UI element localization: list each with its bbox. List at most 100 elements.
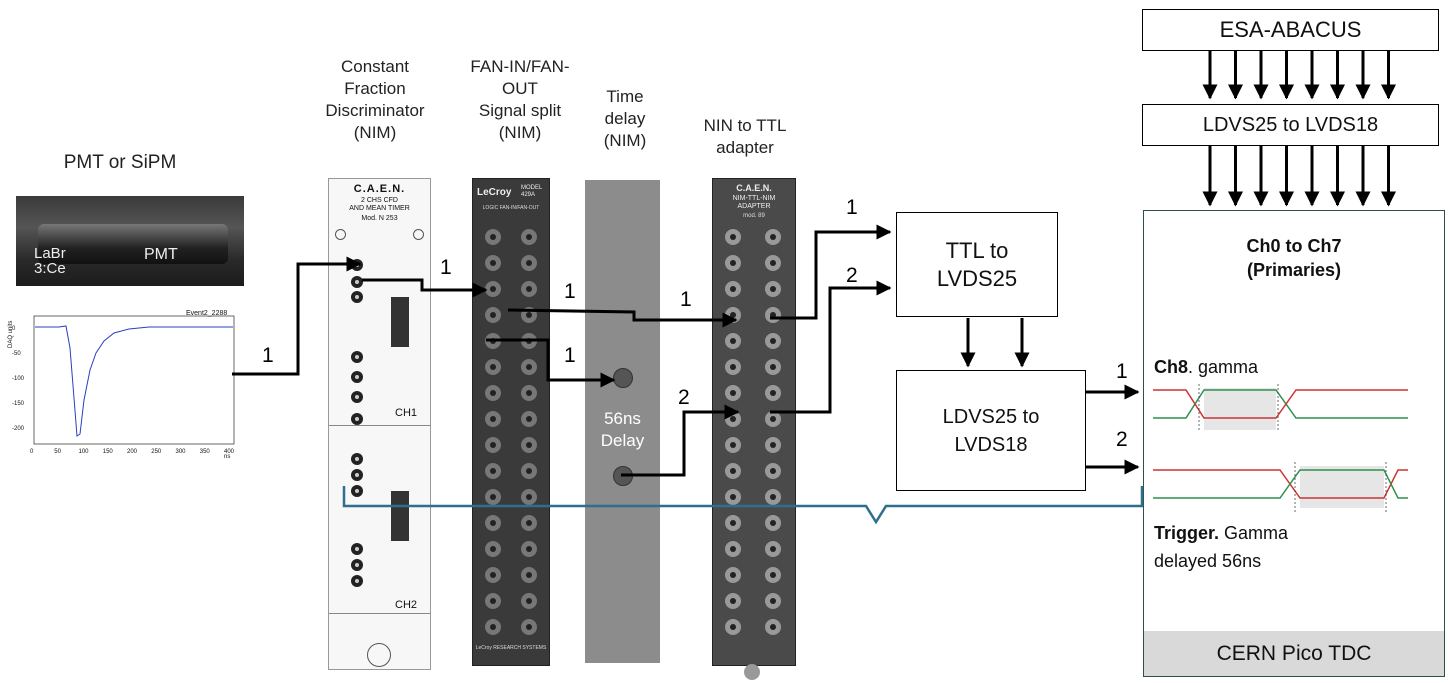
fan-jack-pin bbox=[526, 312, 532, 318]
num-tdc-2: 2 bbox=[1116, 428, 1128, 452]
num-ttl-2: 2 bbox=[846, 264, 858, 288]
fan-jack-pin bbox=[490, 234, 496, 240]
adapter-jack-pin bbox=[770, 494, 776, 500]
fan-jack-pin bbox=[490, 624, 496, 630]
scope-xtick: 100 bbox=[79, 449, 90, 455]
adapter-jack-pin bbox=[770, 260, 776, 266]
num-source: 1 bbox=[262, 344, 274, 368]
num-delay-out: 2 bbox=[678, 386, 690, 410]
cfd-jack-pin bbox=[355, 295, 359, 299]
fan-jack-pin bbox=[490, 468, 496, 474]
fan-jack-pin bbox=[526, 598, 532, 604]
fan-jack-pin bbox=[490, 520, 496, 526]
adapter-jack-pin bbox=[770, 572, 776, 578]
scope-ytick: -50 bbox=[12, 351, 21, 357]
fan-column-label: FAN-IN/FAN- OUT Signal split (NIM) bbox=[455, 56, 585, 144]
cfd-jack-pin bbox=[355, 457, 359, 461]
tdc-primaries-line1: Ch0 to Ch7 bbox=[1144, 236, 1444, 257]
cfd-jack-pin bbox=[355, 417, 359, 421]
adapter-jack-pin bbox=[770, 546, 776, 552]
fan-jack-pin bbox=[526, 572, 532, 578]
scope-xtick: 350 bbox=[200, 449, 211, 455]
adapter-jack-pin bbox=[730, 546, 736, 552]
fan-jack-pin bbox=[526, 546, 532, 552]
scope-xtick: 200 bbox=[127, 449, 138, 455]
tdc-ch8-label: Ch8. gamma bbox=[1154, 357, 1258, 378]
cfd-jack-pin bbox=[355, 280, 359, 284]
adapter-jack-pin bbox=[730, 494, 736, 500]
adapter-jacks bbox=[713, 179, 795, 665]
adapter-jack-pin bbox=[730, 364, 736, 370]
fan-jack-pin bbox=[526, 442, 532, 448]
adapter-knob bbox=[744, 664, 760, 680]
fan-jack-pin bbox=[526, 390, 532, 396]
adapter-jack-pin bbox=[730, 390, 736, 396]
tdc-trigger-line2: delayed 56ns bbox=[1154, 551, 1261, 572]
fan-jack-pin bbox=[526, 624, 532, 630]
adapter-jack-pin bbox=[770, 286, 776, 292]
fan-jack-pin bbox=[490, 390, 496, 396]
adapter-jack-pin bbox=[770, 416, 776, 422]
adapter-jack-pin bbox=[770, 598, 776, 604]
fan-jack-pin bbox=[490, 416, 496, 422]
tdc-primaries-line2: (Primaries) bbox=[1144, 260, 1444, 281]
cfd-jack-pin bbox=[355, 563, 359, 567]
delay-module: 56ns Delay bbox=[585, 180, 660, 663]
cfd-jack-pin bbox=[355, 579, 359, 583]
adapter-jack-pin bbox=[730, 468, 736, 474]
scope-title: Event2_2288 bbox=[186, 310, 227, 317]
cfd-jack-pin bbox=[355, 473, 359, 477]
esa-abacus-box: ESA-ABACUS bbox=[1142, 9, 1439, 51]
fan-jack-pin bbox=[490, 312, 496, 318]
adapter-column-label: NIN to TTL adapter bbox=[690, 115, 800, 159]
cfd-jack-pin bbox=[355, 547, 359, 551]
adapter-jack-pin bbox=[730, 338, 736, 344]
cfd-jack-pin bbox=[355, 489, 359, 493]
fan-jack-pin bbox=[526, 494, 532, 500]
num-tdc-1: 1 bbox=[1116, 360, 1128, 384]
adapter-module: C.A.E.N. NIM-TTL-NIM ADAPTER mod. 89 bbox=[712, 178, 796, 666]
pico-tdc-panel: Ch0 to Ch7 (Primaries) Ch8. gamma Trigge… bbox=[1143, 210, 1445, 677]
num-fan-b: 1 bbox=[680, 288, 692, 312]
fan-jack-pin bbox=[490, 442, 496, 448]
tdc-trigger-bold: Trigger. bbox=[1154, 523, 1219, 543]
adapter-jack-pin bbox=[770, 390, 776, 396]
ldvs-top-box: LDVS25 to LVDS18 bbox=[1142, 104, 1439, 146]
adapter-jack-pin bbox=[770, 520, 776, 526]
adapter-jack-pin bbox=[730, 234, 736, 240]
fan-jack-pin bbox=[526, 468, 532, 474]
cfd-jack-pin bbox=[355, 355, 359, 359]
fan-jack-pin bbox=[490, 546, 496, 552]
num-ttl-1: 1 bbox=[846, 196, 858, 220]
fan-jack-pin bbox=[526, 416, 532, 422]
delay-text: 56ns Delay bbox=[585, 408, 660, 452]
adapter-jack-pin bbox=[770, 312, 776, 318]
num-delay-in: 1 bbox=[564, 344, 576, 368]
scope-xtick: 400 bbox=[224, 449, 235, 455]
source-label: PMT or SiPM bbox=[40, 152, 200, 174]
fan-jack-pin bbox=[526, 520, 532, 526]
scope-ytick: 0 bbox=[12, 326, 16, 332]
adapter-jack-pin bbox=[770, 468, 776, 474]
adapter-jack-pin bbox=[770, 364, 776, 370]
scope-xtick: 150 bbox=[103, 449, 114, 455]
cfd-jack-pin bbox=[355, 263, 359, 267]
fan-module: LeCroy MODEL 429A LOGIC FAN-IN/FAN-OUT L… bbox=[472, 178, 550, 666]
adapter-jack-pin bbox=[770, 624, 776, 630]
fan-jack-pin bbox=[490, 598, 496, 604]
fan-jack-pin bbox=[490, 286, 496, 292]
delay-input-jack bbox=[613, 368, 633, 388]
ldvs25-to-lvds18-box: LDVS25 to LVDS18 bbox=[896, 370, 1086, 491]
cfd-column-label: Constant Fraction Discriminator (NIM) bbox=[310, 56, 440, 144]
tdc-trigger-label: Trigger. Gamma bbox=[1154, 523, 1288, 544]
scope-xtick: 50 bbox=[54, 449, 61, 455]
scope-xtick: 250 bbox=[151, 449, 162, 455]
fan-jacks bbox=[473, 179, 549, 665]
detector-photo: LaBr 3:Ce PMT bbox=[16, 196, 244, 286]
adapter-jack-pin bbox=[770, 234, 776, 240]
fan-jack-pin bbox=[490, 572, 496, 578]
adapter-jack-pin bbox=[730, 442, 736, 448]
fan-jack-pin bbox=[526, 286, 532, 292]
